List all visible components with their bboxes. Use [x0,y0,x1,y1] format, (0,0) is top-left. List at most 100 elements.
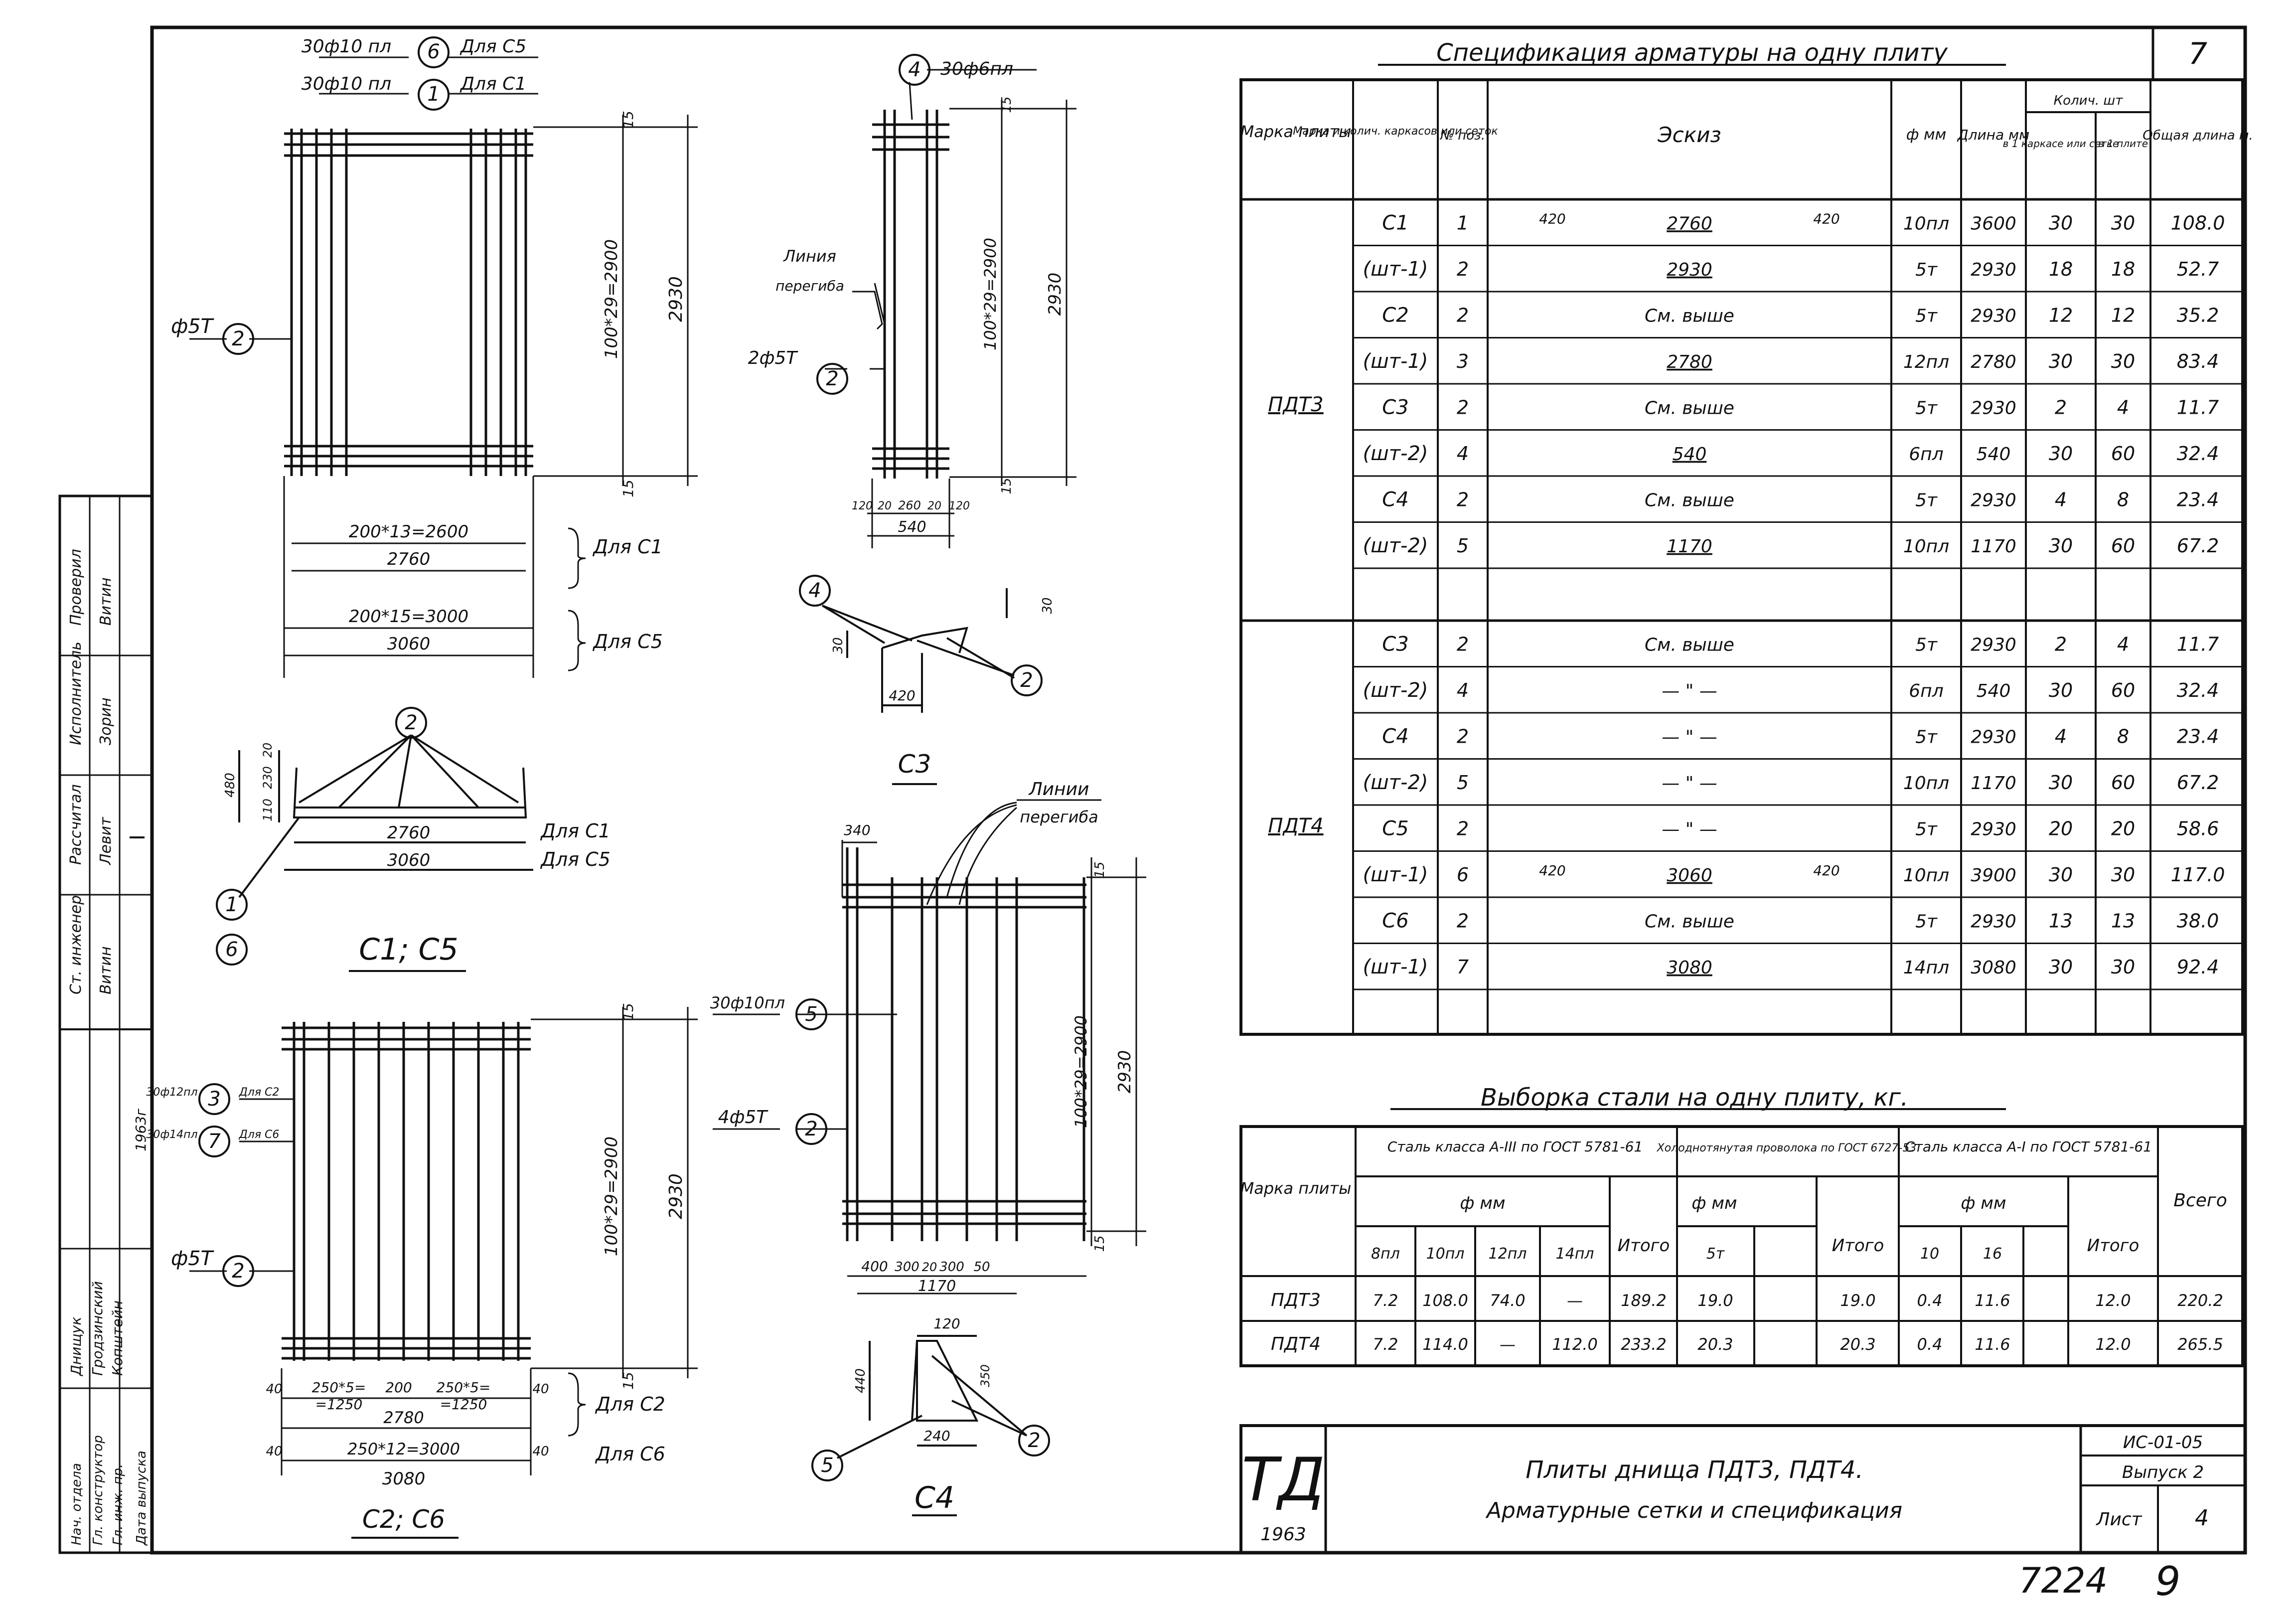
sub-header: 12пл [1489,1245,1527,1263]
position-number: 2 [1457,725,1469,747]
qty-plate: 30 [2111,864,2135,886]
position-number: 2 [1457,910,1469,932]
total-length: 23.4 [2177,725,2219,747]
weight-value: 114.0 [1422,1335,1468,1354]
callout-for: Для С6 [239,1129,280,1141]
sketch-text: См. выше [1645,398,1734,418]
col-header: Итого [2087,1236,2140,1256]
position-number: 2 [1457,633,1469,655]
callout-text: 30ф14пл [146,1129,197,1141]
stamp-role: Гл. инж. пр. [111,1464,126,1545]
col-header: Марка и колич. каркасов или сеток [1293,125,1498,138]
col-header: Марка плиты [1240,122,1352,141]
qty-plate: 8 [2117,488,2129,510]
length: 3600 [1971,213,2016,234]
qty-frame: 30 [2049,350,2073,372]
length: 3080 [1971,958,2016,978]
dimension: 2760 [387,823,431,843]
qty-plate: 20 [2111,817,2135,839]
position-marker: 6 [427,40,440,63]
dimension: 30 [1040,597,1055,614]
col-header: Итого [1832,1236,1884,1256]
position-marker: 7 [208,1130,221,1153]
sketch-text: — " — [1662,681,1717,701]
diameter: 6пл [1909,681,1943,701]
diameter: 14пл [1903,958,1949,978]
dimension: 350 [978,1364,992,1387]
dimension-for: Для С1 [540,820,611,842]
dimension: 40 [532,1382,549,1397]
position-marker: 2 [826,367,838,390]
col-header: Эскиз [1657,123,1721,147]
frame-mark: С6 [1382,909,1408,932]
dimension: 2930 [1115,1050,1135,1094]
frame-mark: (шт-2) [1363,534,1428,557]
qty-frame: 30 [2049,443,2073,465]
dimension: 100*29=2900 [602,1136,621,1256]
diameter: 10пл [1903,865,1949,886]
position-number: 2 [1457,304,1469,326]
frame-mark: (шт-2) [1363,771,1428,794]
position-number: 5 [1457,535,1469,557]
grand-total: 265.5 [2177,1335,2223,1354]
total-length: 92.4 [2177,956,2219,978]
position-marker: 4 [808,579,821,602]
length: 2930 [1971,819,2016,839]
sketch-text: — " — [1662,727,1717,747]
dimension: 20 [261,743,275,758]
col-header: Сталь класса А-III по ГОСТ 5781-61 [1387,1138,1643,1155]
archive-number: 7224 [2019,1560,2108,1601]
col-header: ф мм [1961,1193,2006,1213]
callout-for: Для С1 [459,74,526,94]
qty-frame: 2 [2055,633,2067,655]
qty-frame: 30 [2049,864,2073,886]
frame-mark: (шт-2) [1363,679,1428,702]
weight-value: 7.2 [1373,1291,1398,1310]
diameter: 5т [1915,398,1938,418]
total-length: 67.2 [2177,772,2219,794]
diameter: 5т [1915,727,1938,747]
qty-plate: 18 [2111,258,2135,280]
length: 2930 [1971,911,2016,932]
weight-value: — [1500,1335,1516,1354]
dimension-for: Для С1 [592,536,663,558]
position-number: 3 [1457,350,1469,372]
col-header: ф мм [1460,1193,1505,1213]
col-header: Итого [1618,1236,1670,1256]
frame-mark: С3 [1382,396,1408,419]
side-stamp: Ст. инженерРассчиталИсполнительПроверилВ… [60,496,152,1553]
qty-frame: 4 [2055,488,2067,510]
dimension: 40 [266,1444,282,1459]
qty-plate: 30 [2111,956,2135,978]
dimension: 250*5= [312,1379,366,1396]
weight-value: 20.3 [1697,1335,1733,1354]
dimension: 200 [385,1379,412,1396]
corner-number: 7 [2188,36,2207,71]
qty-plate: 13 [2111,910,2135,932]
diameter: 5т [1915,306,1938,326]
qty-plate: 60 [2111,679,2135,701]
qty-frame: 30 [2049,956,2073,978]
col-header: Длина мм [1957,127,2030,143]
col-header: в 1 плите [2098,138,2148,150]
subtotal: 12.0 [2095,1335,2131,1354]
dimension: 15 [620,1372,636,1390]
dimension: 230 [261,766,275,789]
qty-plate: 60 [2111,772,2135,794]
length: 1170 [1971,773,2016,794]
length: 2930 [1971,306,2016,326]
length: 2930 [1971,727,2016,747]
position-number: 2 [1457,396,1469,418]
dimension: 120 [852,500,873,512]
callout-text: 30ф10 пл [302,36,391,57]
total-length: 35.2 [2177,304,2219,326]
total-length: 11.7 [2177,633,2219,655]
qty-plate: 30 [2111,350,2135,372]
position-marker: 1 [427,83,440,106]
position-number: 2 [1457,488,1469,510]
bend-label: Линия [783,247,836,266]
dimension: 2780 [383,1408,424,1427]
callout-for: Для С2 [239,1086,280,1099]
weight-value: 11.6 [1975,1291,2010,1310]
total-length: 117.0 [2171,864,2225,886]
